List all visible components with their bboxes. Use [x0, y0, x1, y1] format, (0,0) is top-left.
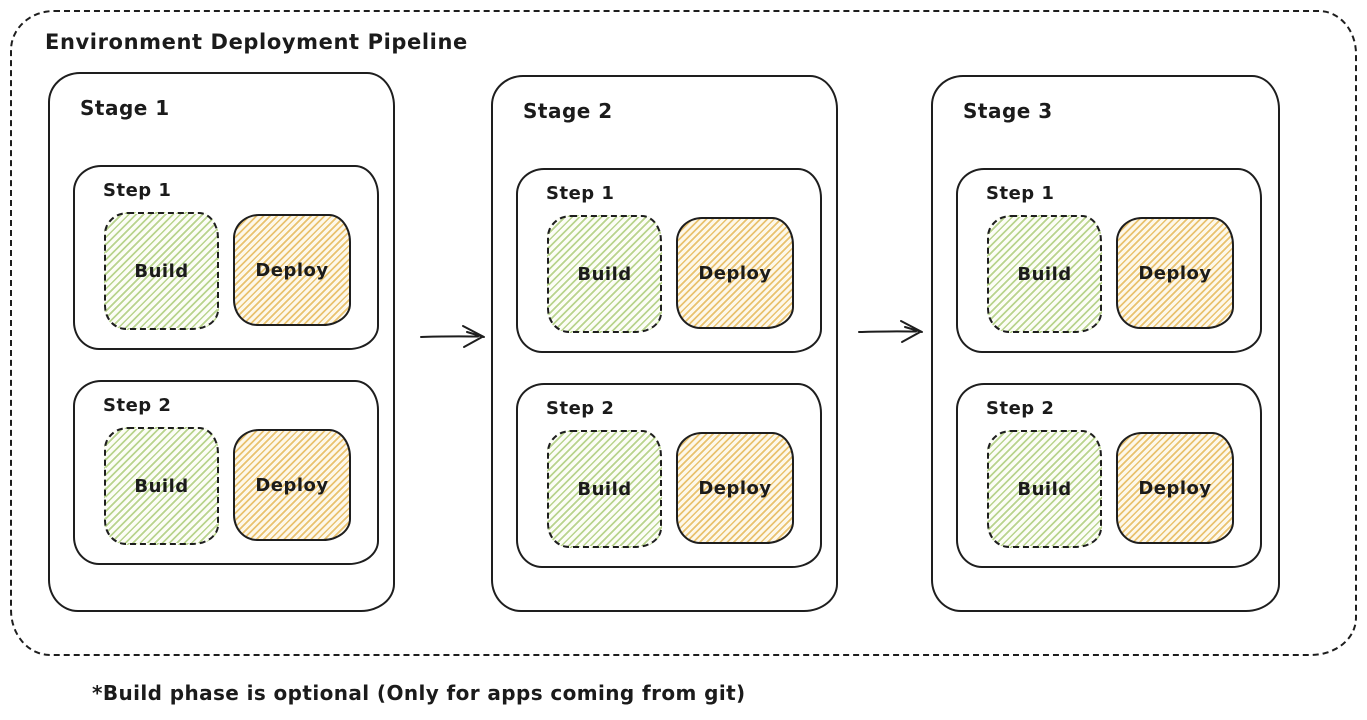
build-label: Build	[1017, 478, 1072, 500]
stage-1-step-1-label: Step 1	[103, 180, 172, 201]
arrow-right-icon	[856, 317, 932, 345]
stage-1-label: Stage 1	[80, 96, 170, 120]
build-label: Build	[134, 475, 189, 497]
arrow-right-icon	[418, 322, 494, 350]
deploy-label: Deploy	[1138, 477, 1212, 499]
build-label: Build	[577, 478, 632, 500]
stage-2-label: Stage 2	[523, 99, 613, 123]
stage-1-step-1-build-box: Build	[104, 212, 219, 330]
stage-2-step-2-build-box: Build	[547, 430, 662, 548]
stage-1-step-2-label: Step 2	[103, 395, 172, 416]
stage-1-step-1-box: Step 1 Build Deploy	[73, 165, 379, 350]
deploy-label: Deploy	[255, 474, 329, 496]
stage-2-step-1-box: Step 1 Build Deploy	[516, 168, 822, 353]
deploy-label: Deploy	[1138, 262, 1212, 284]
stage-3-step-2-label: Step 2	[986, 398, 1055, 419]
pipeline-boundary	[10, 10, 1357, 656]
stage-2-step-2-deploy-box: Deploy	[676, 432, 794, 544]
stage-1-step-1-deploy-box: Deploy	[233, 214, 351, 326]
build-label: Build	[1017, 263, 1072, 285]
stage-1-step-2-box: Step 2 Build Deploy	[73, 380, 379, 565]
diagram-title: Environment Deployment Pipeline	[45, 30, 468, 54]
stage-1-step-2-build-box: Build	[104, 427, 219, 545]
deploy-label: Deploy	[698, 262, 772, 284]
stage-2-step-2-label: Step 2	[546, 398, 615, 419]
stage-3-step-1-deploy-box: Deploy	[1116, 217, 1234, 329]
stage-3-label: Stage 3	[963, 99, 1053, 123]
stage-1-box: Stage 1 Step 1 Build Deploy Step 2 Build…	[48, 72, 395, 612]
stage-3-box: Stage 3 Step 1 Build Deploy Step 2 Build…	[931, 75, 1280, 612]
stage-3-step-1-build-box: Build	[987, 215, 1102, 333]
deploy-label: Deploy	[255, 259, 329, 281]
deploy-label: Deploy	[698, 477, 772, 499]
stage-3-step-2-box: Step 2 Build Deploy	[956, 383, 1262, 568]
footnote: *Build phase is optional (Only for apps …	[92, 681, 746, 705]
stage-2-box: Stage 2 Step 1 Build Deploy Step 2 Build…	[491, 75, 838, 612]
stage-3-step-2-deploy-box: Deploy	[1116, 432, 1234, 544]
stage-2-step-1-label: Step 1	[546, 183, 615, 204]
stage-2-step-2-box: Step 2 Build Deploy	[516, 383, 822, 568]
build-label: Build	[134, 260, 189, 282]
stage-3-step-2-build-box: Build	[987, 430, 1102, 548]
stage-1-step-2-deploy-box: Deploy	[233, 429, 351, 541]
stage-2-step-1-build-box: Build	[547, 215, 662, 333]
stage-3-step-1-box: Step 1 Build Deploy	[956, 168, 1262, 353]
stage-2-step-1-deploy-box: Deploy	[676, 217, 794, 329]
build-label: Build	[577, 263, 632, 285]
stage-3-step-1-label: Step 1	[986, 183, 1055, 204]
